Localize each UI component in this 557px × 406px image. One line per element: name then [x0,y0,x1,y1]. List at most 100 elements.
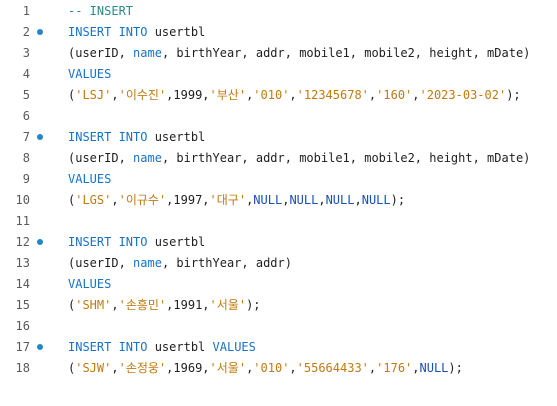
token-str: '010' [253,88,290,102]
code-line[interactable]: 16 [0,315,557,336]
token-plain: ( [68,193,76,207]
gutter[interactable] [30,357,68,378]
line-number: 18 [15,360,30,375]
token-plain: ( [68,298,76,312]
token-kw: name [133,255,162,270]
token-plain: , [318,193,326,207]
code-line[interactable]: 3(userID, name, birthYear, addr, mobile1… [0,42,557,63]
line-number: 12 [15,234,30,249]
code-text: INSERT INTO usertbl VALUES [68,340,256,354]
token-str: '010' [253,361,290,375]
gutter[interactable] [30,336,68,357]
code-line[interactable]: 6 [0,105,557,126]
line-number: 16 [15,318,30,333]
token-plain: (userID, [68,255,134,270]
token-plain: ,1997, [166,193,210,207]
line-number: 1 [22,3,30,18]
line-number: 4 [22,66,30,81]
token-plain: , [282,193,290,207]
token-str: '서울' [209,298,247,312]
gutter[interactable] [30,168,68,189]
code-text: (userID, name, birthYear, addr, mobile1,… [68,46,530,60]
token-str: 'LSJ' [75,88,112,102]
line-number: 7 [22,129,30,144]
code-line[interactable]: 10('LGS','이규수',1997,'대구',NULL,NULL,NULL,… [0,189,557,210]
token-comment: -- INSERT [68,3,134,18]
token-plain: , birthYear, addr, mobile1, mobile2, hei… [161,45,531,60]
token-plain: ,1969, [166,361,210,375]
line-number: 8 [22,150,30,165]
code-line[interactable]: 2 INSERT INTO usertbl [0,21,557,42]
token-str: '손정웅' [118,361,167,375]
token-str: '160' [376,88,413,102]
code-text: INSERT INTO usertbl [68,25,205,39]
token-null: NULL [325,193,355,207]
code-line[interactable]: 17 INSERT INTO usertbl VALUES [0,336,557,357]
token-plain: ); [448,361,463,375]
gutter[interactable] [30,21,68,42]
statement-marker-icon[interactable] [37,344,43,350]
token-plain: ); [390,193,406,207]
code-line[interactable]: 1 -- INSERT [0,0,557,21]
token-str: 'SHM' [75,298,112,312]
token-plain: (userID, [68,150,134,165]
token-plain: usertbl [147,129,206,144]
gutter[interactable] [30,147,68,168]
token-plain: , birthYear, addr, mobile1, mobile2, hei… [161,150,531,165]
token-kw: INSERT INTO [68,24,148,39]
token-kw: name [133,45,162,60]
statement-marker-icon[interactable] [37,134,43,140]
code-line[interactable]: 15('SHM','손흥민',1991,'서울'); [0,294,557,315]
token-plain: , [412,88,420,102]
token-plain: usertbl [147,339,213,354]
token-str: 'SJW' [75,361,112,375]
code-line[interactable]: 18('SJW','손정웅',1969,'서울','010','55664433… [0,357,557,378]
gutter[interactable] [30,189,68,210]
gutter[interactable] [30,315,68,336]
gutter[interactable] [30,252,68,273]
code-line[interactable]: 8(userID, name, birthYear, addr, mobile1… [0,147,557,168]
gutter[interactable] [30,42,68,63]
line-number: 2 [22,24,30,39]
gutter[interactable] [30,63,68,84]
gutter[interactable] [30,210,68,231]
line-number: 14 [15,276,30,291]
code-line[interactable]: 5('LSJ','이수진',1999,'부산','010','12345678'… [0,84,557,105]
token-plain: ); [246,298,261,312]
gutter[interactable] [30,105,68,126]
line-number: 5 [22,87,30,102]
token-plain: usertbl [147,24,206,39]
code-line[interactable]: 11 [0,210,557,231]
code-line[interactable]: 13(userID, name, birthYear, addr) [0,252,557,273]
token-plain: , [111,298,119,312]
token-plain: , [111,88,119,102]
token-plain: ( [68,88,76,102]
token-str: '이수진' [118,88,167,102]
line-number: 10 [15,192,30,207]
statement-marker-icon[interactable] [37,239,43,245]
gutter[interactable] [30,294,68,315]
gutter[interactable] [30,84,68,105]
gutter[interactable] [30,126,68,147]
token-str: '대구' [209,193,247,207]
token-str: '서울' [209,361,247,375]
token-null: NULL [419,361,449,375]
token-plain: usertbl [147,234,206,249]
token-plain: , [289,361,297,375]
gutter[interactable] [30,0,68,21]
line-number: 17 [15,339,30,354]
statement-marker-icon[interactable] [37,29,43,35]
line-number: 15 [15,297,30,312]
token-str: '176' [376,361,413,375]
gutter[interactable] [30,273,68,294]
token-plain: ); [506,88,521,102]
line-number: 6 [22,108,30,123]
gutter[interactable] [30,231,68,252]
token-str: '2023-03-02' [419,88,507,102]
